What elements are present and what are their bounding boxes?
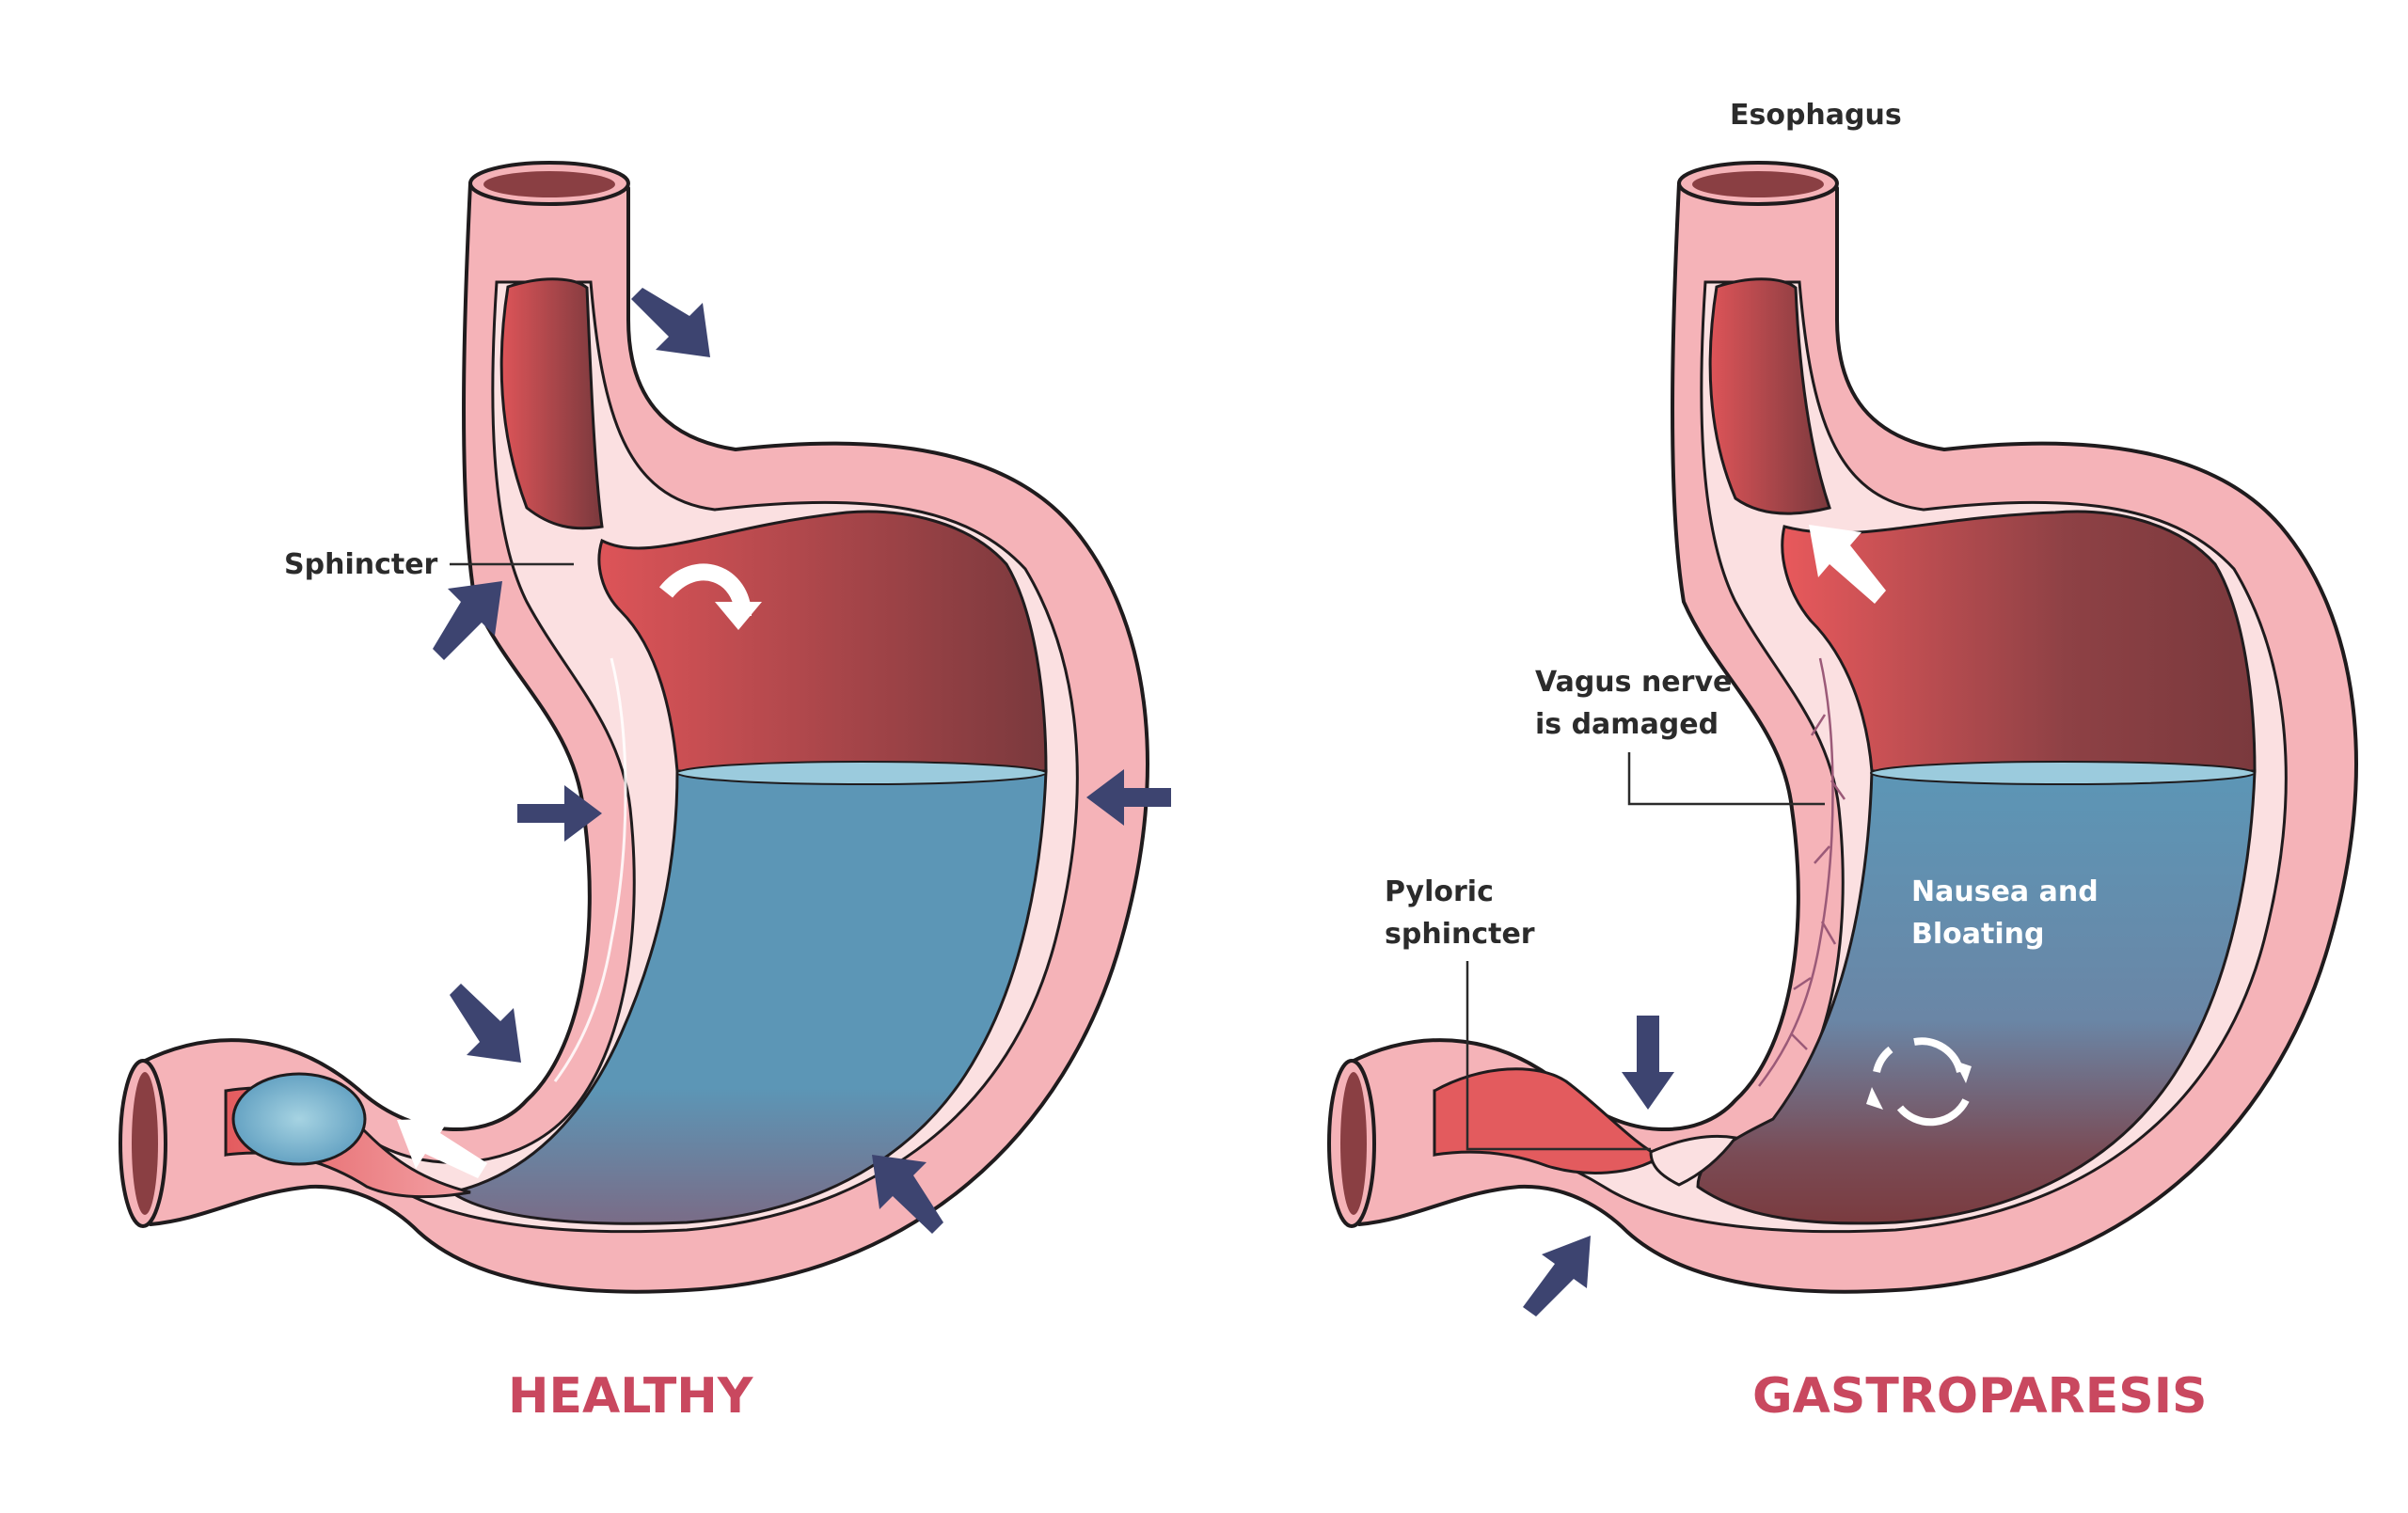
force-arrow (517, 785, 602, 842)
healthy-labels: Sphincter HEALTHY (284, 548, 754, 1425)
healthy-motion-arrows (397, 563, 762, 1178)
damaged-vagus-nerve (1758, 657, 1846, 1087)
force-arrow (631, 288, 710, 357)
gastroparesis-labels: Esophagus Vagus nerve is damaged Pyloric… (1385, 99, 2208, 1425)
healthy-force-arrows (433, 288, 1171, 1234)
emptying-arrow (397, 1118, 487, 1178)
force-arrow (1523, 1236, 1591, 1316)
food-bolus (231, 1072, 367, 1166)
label-nausea-line1: Nausea and (1911, 875, 2099, 908)
gastroparesis-stomach (1327, 161, 2358, 1294)
label-esophagus: Esophagus (1730, 99, 1902, 132)
force-arrow (872, 1155, 943, 1234)
gastroparesis-title: GASTROPARESIS (1752, 1368, 2208, 1425)
healthy-stomach (119, 161, 1149, 1294)
force-arrow (433, 581, 502, 660)
label-pyloric-line2: sphincter (1385, 918, 1535, 951)
label-sphincter: Sphincter (284, 548, 438, 581)
label-pyloric-line1: Pyloric (1385, 875, 1494, 908)
healthy-title: HEALTHY (508, 1368, 754, 1425)
churning-arrow-head (715, 602, 762, 630)
force-arrow (1622, 1016, 1674, 1110)
label-nausea-line2: Bloating (1911, 918, 2044, 951)
label-vagus-line1: Vagus nerve (1535, 666, 1732, 699)
label-vagus-line2: is damaged (1535, 708, 1719, 741)
gastroparesis-motion-arrows (1809, 525, 1972, 1127)
reflux-arrow (1809, 525, 1886, 604)
force-arrow (1086, 769, 1171, 826)
gastroparesis-force-arrows (1523, 1016, 1674, 1316)
force-arrow (450, 984, 521, 1063)
